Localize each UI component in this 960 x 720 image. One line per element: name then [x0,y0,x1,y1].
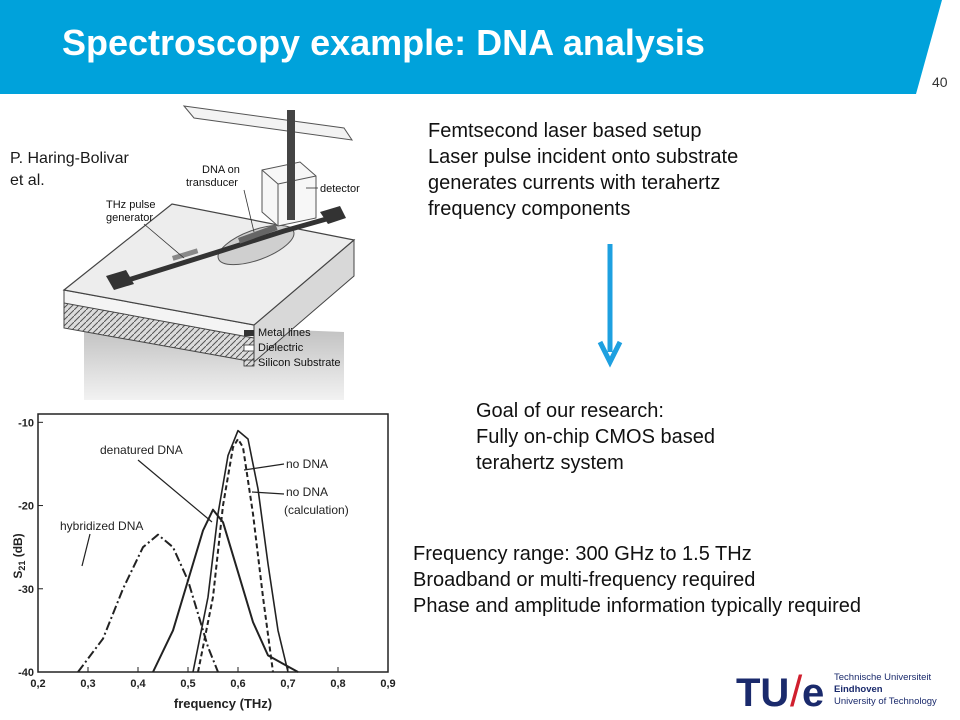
x-tick-label: 0,5 [180,678,195,690]
setup-line: Laser pulse incident onto substrate [428,146,739,168]
freq-line: Broadband or multi-frequency required [413,569,756,591]
metal-pad-right [320,206,346,224]
page-number: 40 [932,74,948,90]
leader-line [243,189,255,233]
annotation-no-dna-calc: no DNA [286,485,328,499]
x-axis-label: frequency (THz) [174,696,272,711]
detector-edge [261,169,279,185]
setup-line: Femtsecond laser based setup [428,120,702,142]
title-banner [0,0,942,94]
annotation-denatured-dna: denatured DNA [100,443,183,457]
annotation-calculation: (calculation) [284,503,349,517]
x-tick-label: 0,9 [380,678,395,690]
credit-line: P. Haring-Bolivar [10,150,129,167]
legend-swatch-dielectric [243,344,255,352]
metal-pad-left [106,270,134,290]
logo-mark-e: e [802,671,824,715]
annotation-arrow [137,459,213,523]
tue-logo: TU / e Technische Universiteit Eindhoven… [736,667,937,716]
probe-needle [287,110,295,220]
diagram-label: DNA on [202,164,240,176]
detector-edge [277,175,317,185]
research-goal: Goal of our research: Fully on-chip CMOS… [476,398,715,476]
goal-line: Fully on-chip CMOS based [476,426,715,448]
ylabel-s: S21 (dB) [11,533,27,578]
annotation-no-dna: no DNA [286,457,328,471]
diagram-label: transducer [186,177,238,189]
goal-line: Goal of our research: [476,400,664,422]
legend-label: Dielectric [258,342,304,354]
pulse-generator-strip [172,248,199,261]
setup-description: Femtsecond laser based setup Laser pulse… [428,118,738,222]
author-credit: P. Haring-Bolivar et al. [10,148,129,192]
y-tick-label: -40 [18,667,34,679]
y-tick-label: -20 [18,501,34,513]
s21-spectrum-chart: 0,2 0,3 0,4 0,5 0,6 0,7 0,8 0,9 -10 -20 -30 -40 S21… [11,413,396,711]
x-tick-label: 0,8 [330,678,345,690]
plot-frame [37,413,389,673]
logo-mark-slash: / [790,667,803,716]
transducer-strip [238,224,278,244]
annotation-arrow [81,533,91,567]
legend-label: Silicon Substrate [258,357,341,369]
logo-text-line: University of Technology [834,696,937,707]
annotation-hybridized-dna: hybridized DNA [60,519,143,533]
probe-arm [182,105,354,141]
x-tick-label: 0,6 [230,678,245,690]
metal-line [121,215,331,285]
legend-swatch-metal [244,330,254,336]
logo-text-line: Eindhoven [834,684,883,695]
diagram-label: detector [320,183,360,195]
freq-line: Frequency range: 300 GHz to 1.5 THz [413,543,752,565]
series-line-solid [192,429,289,673]
legend-label: Metal lines [258,327,311,339]
frequency-requirements: Frequency range: 300 GHz to 1.5 THz Broa… [413,541,861,619]
setup-line: generates currents with terahertz [428,172,721,194]
legend-swatch-substrate [243,359,255,367]
title-banner-shape [0,0,942,94]
logo-mark-tu: TU [736,671,789,715]
freq-line: Phase and amplitude information typicall… [413,595,862,617]
series-line-solid [152,508,299,673]
setup-line: frequency components [428,198,631,220]
credit-line: et al. [10,172,45,189]
logo-text-line: Technische Universiteit [834,672,932,683]
series-line-dashed [197,438,274,673]
x-tick-label: 0,7 [280,678,295,690]
down-arrow-icon [597,244,623,368]
y-tick-label: -30 [18,584,34,596]
slide-title: Spectroscopy example: DNA analysis [62,22,705,63]
leader-line [143,223,185,259]
thz-device-diagram: DNA on transducer detector THz pulse gen… [62,105,360,400]
y-tick-label: -10 [18,417,34,429]
annotation-arrow [251,491,285,495]
goal-line: terahertz system [476,452,624,474]
x-tick-label: 0,2 [30,678,45,690]
x-tick-label: 0,4 [130,678,146,690]
annotation-arrow [243,463,285,471]
series-line-dash-dot [77,533,219,673]
diagram-label: THz pulse [106,199,156,211]
diagram-label: generator [106,212,153,224]
x-tick-label: 0,3 [80,678,95,690]
